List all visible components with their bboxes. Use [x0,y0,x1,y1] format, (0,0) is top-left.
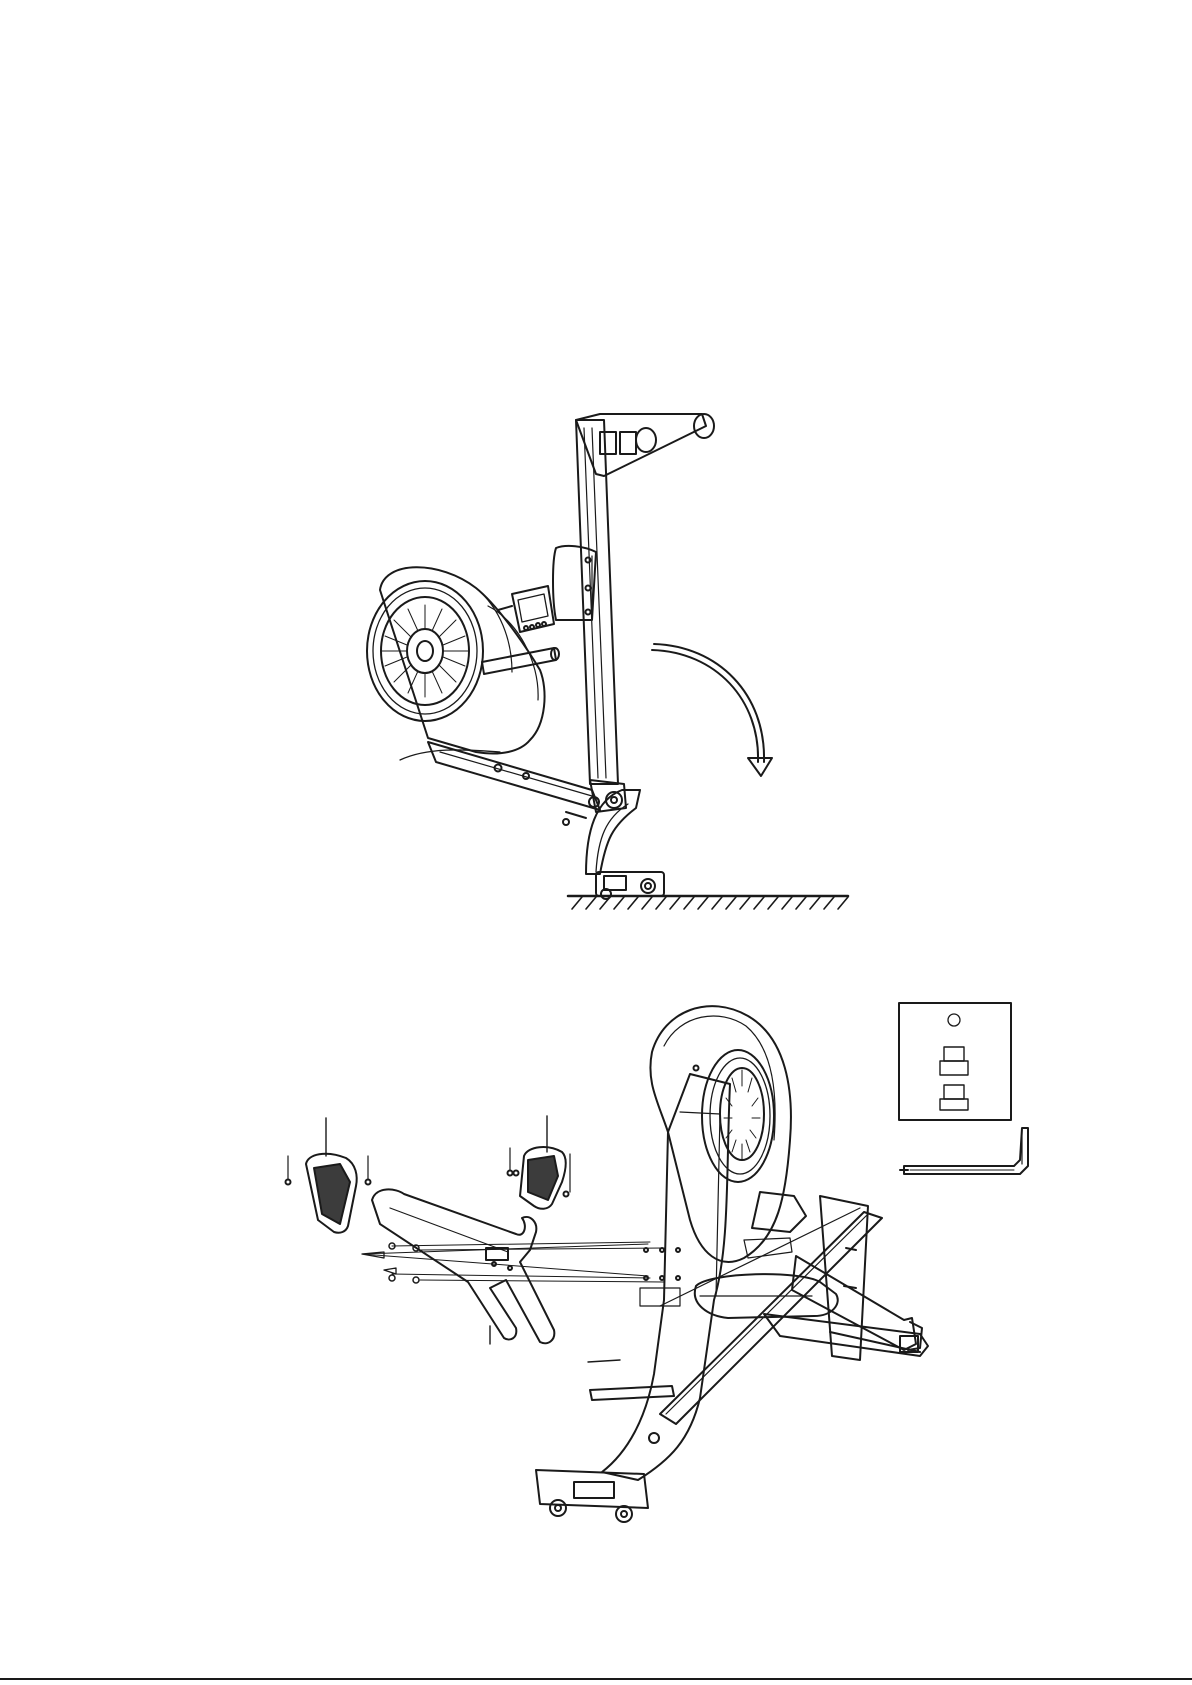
left-pedal [286,1118,371,1233]
main-frame [536,1074,730,1522]
allen-key-icon [900,1128,1028,1174]
page-bottom-rule [0,1678,1192,1680]
hardware-bag-icon [899,1003,1011,1120]
bolt-guide-lines [362,1242,664,1283]
right-pedal [508,1116,571,1209]
